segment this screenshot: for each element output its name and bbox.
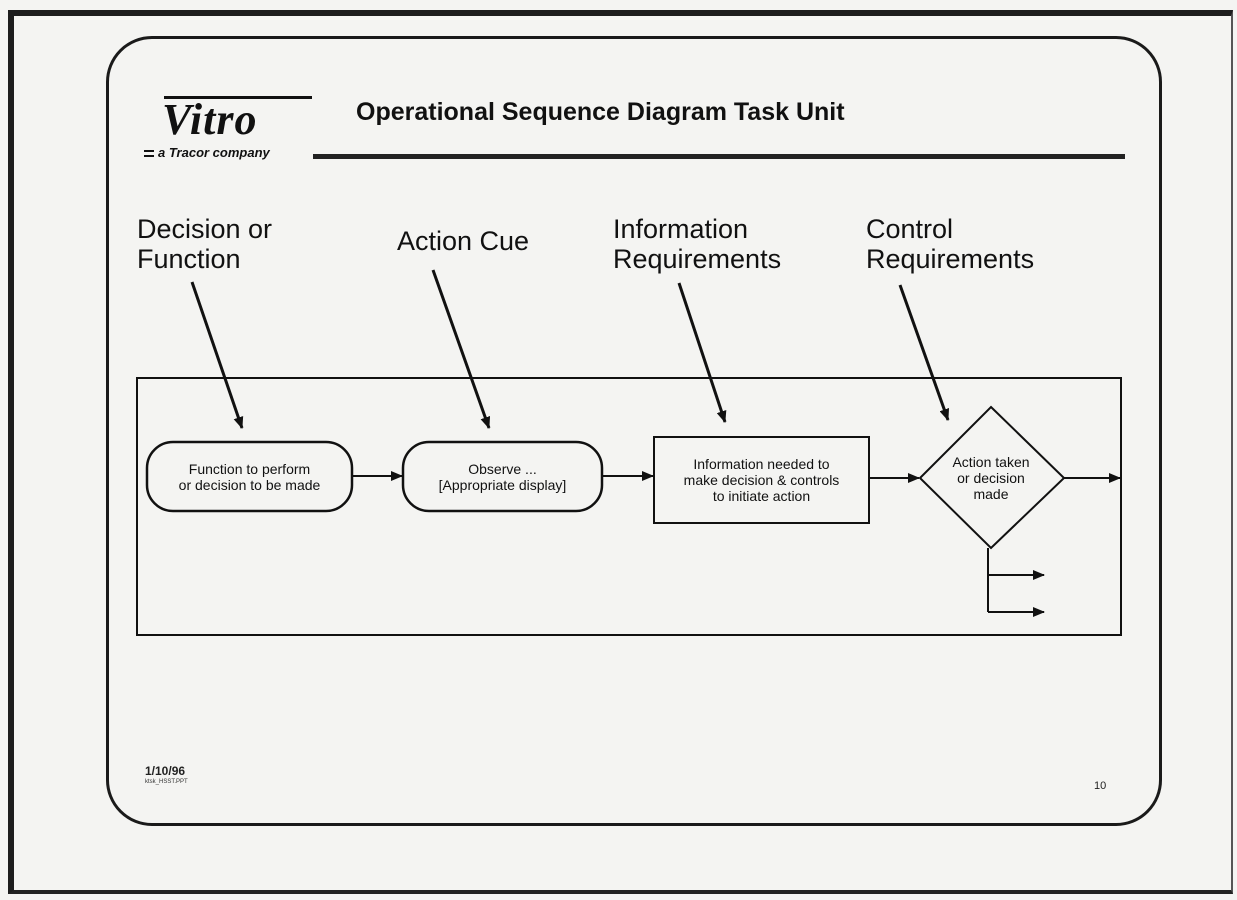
diagram-container [136,377,1122,636]
pointer-arrow-control [898,284,950,421]
pointer-arrow-information [677,282,727,423]
logo-wordmark: Vitro [162,95,258,144]
slide-title: Operational Sequence Diagram Task Unit [356,98,845,126]
logo-mark-icon [144,150,154,157]
page-number: 10 [1094,780,1107,792]
column-label-decision-or-function: Decision or Function [137,214,273,274]
information-node [653,436,870,524]
title-rule [313,154,1125,159]
action-diamond-node [918,405,1066,550]
footer-filename: ktsk_HSST.PPT [145,779,188,785]
column-label-information-requirements: Information Requirements [613,214,782,274]
slide-frame [106,36,1162,826]
logo-overbar [164,96,312,99]
information-node-text: Information needed to make decision & co… [683,456,840,504]
footer-date: 1/10/96 [145,764,186,778]
pointer-arrow-decision [190,281,244,429]
observe-node-text: Observe ... [Appropriate display] [438,460,567,493]
action-node-text: Action taken or decision made [952,454,1030,502]
column-label-control-requirements: Control Requirements [866,214,1035,274]
function-node-text: Function to perform or decision to be ma… [178,460,321,493]
pointer-arrow-action-cue [431,269,491,429]
vitro-logo: Vitro a Tracor company [144,92,314,172]
column-label-action-cue: Action Cue [397,226,530,256]
scan-border [8,10,1233,894]
logo-tagline: a Tracor company [158,145,270,160]
